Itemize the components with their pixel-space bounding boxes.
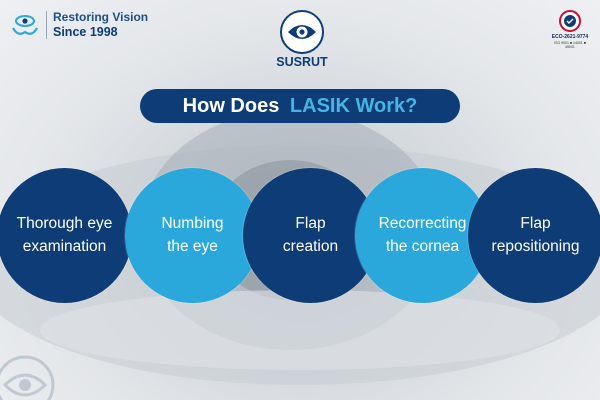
helping-hands-eye-icon xyxy=(12,15,38,35)
watermark-eye-icon xyxy=(0,355,55,400)
step-label: Flap creation xyxy=(282,215,339,255)
step-circle-4: Recorrecting the cornea xyxy=(355,168,490,303)
tagline-restoring-vision: Restoring Vision xyxy=(53,9,149,24)
certification-seal-icon xyxy=(559,10,581,32)
brand-tagline-block: Restoring Vision Since 1998 xyxy=(10,10,148,40)
certification-badge: ECO-2621-9774 ISO 9001 ■ 14001 ■ 45001 xyxy=(550,10,590,49)
tagline-divider xyxy=(46,11,47,39)
page-heading: How Does LASIK Work? xyxy=(140,89,460,123)
step-circle-5: Flap repositioning xyxy=(468,168,600,303)
logo-wordmark: SUSRUT xyxy=(276,55,328,69)
step-label: Flap repositioning xyxy=(491,215,580,255)
susrut-logo: SUSRUT xyxy=(276,10,328,69)
heading-accent: LASIK Work? xyxy=(289,94,418,117)
heading-prefix: How Does xyxy=(182,94,285,117)
certification-code: ECO-2621-9774 xyxy=(551,34,589,40)
tagline-since: Since 1998 xyxy=(53,24,118,39)
step-circle-2: Numbing the eye xyxy=(125,168,260,303)
step-label: Thorough eye examination xyxy=(16,215,113,255)
step-label: Numbing the eye xyxy=(161,215,224,255)
step-circle-1: Thorough eye examination xyxy=(0,168,132,303)
certification-fine-print: ISO 9001 ■ 14001 ■ 45001 xyxy=(554,40,586,49)
step-label: Recorrecting the cornea xyxy=(378,215,467,255)
